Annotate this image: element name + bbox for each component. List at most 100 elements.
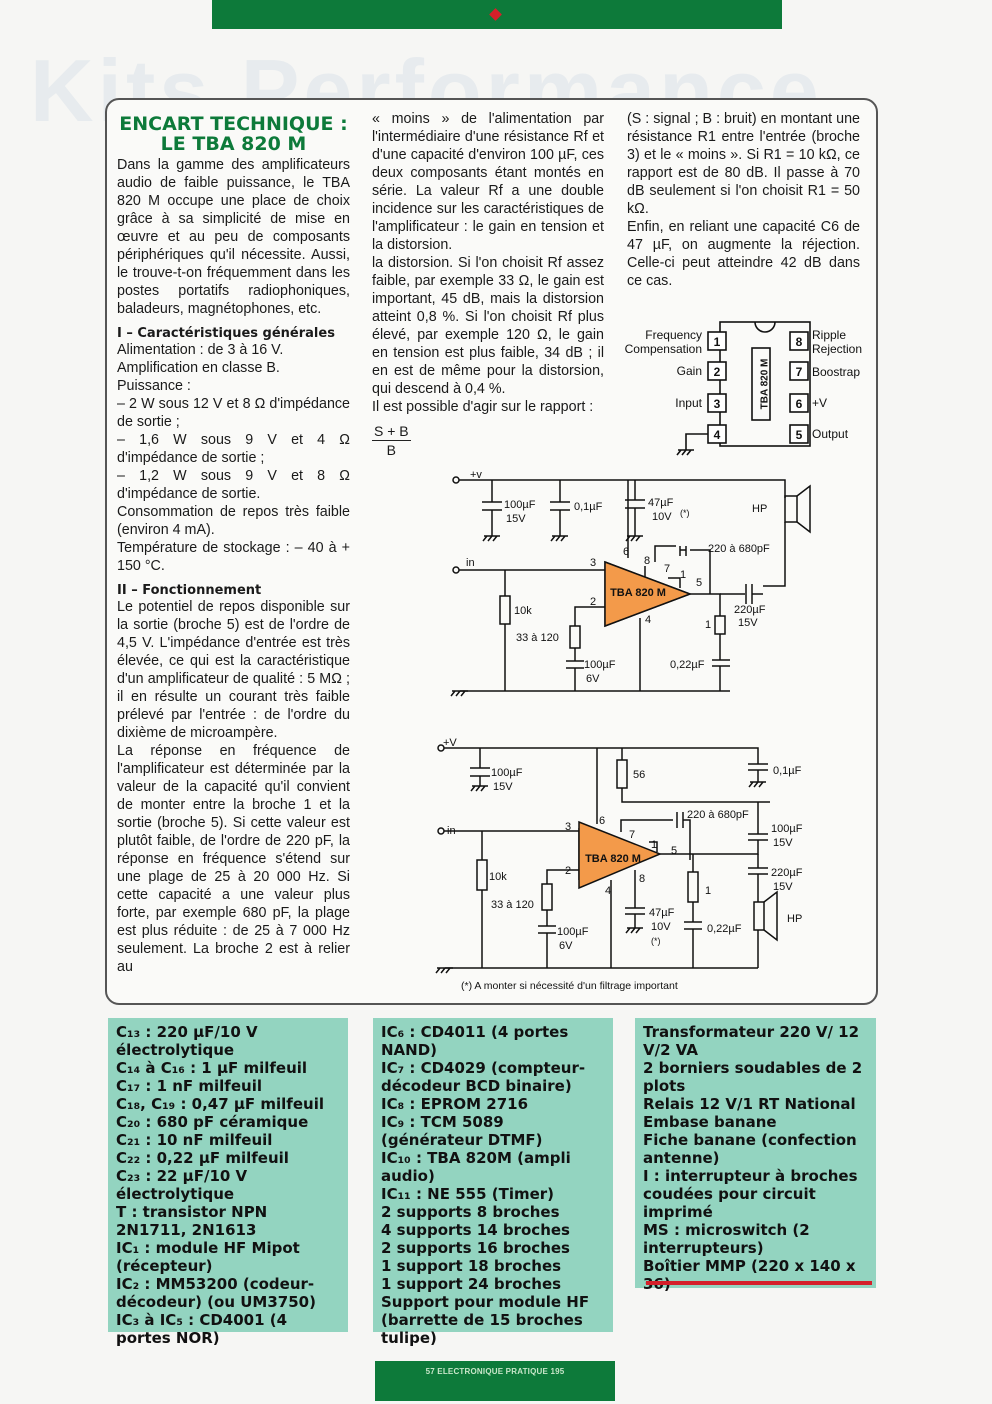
list-item: 2 supports 16 broches	[381, 1239, 570, 1257]
svg-text:15V: 15V	[738, 617, 758, 629]
svg-text:220 à 680pF: 220 à 680pF	[708, 543, 770, 555]
list-item: Transformateur 220 V/ 12 V/2 VA	[643, 1023, 860, 1059]
pin-1-label: 1	[714, 335, 721, 349]
list-item: Boîtier MMP (220 x 140 x 36)	[643, 1257, 856, 1293]
list-item: IC₈ : EPROM 2716	[381, 1095, 529, 1113]
schematic-1: +v 100µF 15V 0,1µF 47µF 10V (*) HP in 10…	[450, 469, 811, 697]
article-column-3: (S : signal ; B : bruit) en montant une …	[627, 110, 860, 290]
svg-text:100µF: 100µF	[771, 823, 803, 835]
intro-paragraph: Dans la gamme des amplificateurs audio d…	[117, 157, 350, 317]
svg-text:10V: 10V	[651, 921, 671, 933]
svg-text:10k: 10k	[489, 871, 507, 883]
svg-text:(*): (*)	[651, 936, 661, 946]
section-1-title: I – Caractéristiques générales	[117, 326, 335, 341]
list-item: IC₃ à IC₅ : CD4001 (4 portes NOR)	[116, 1311, 288, 1347]
svg-text:7: 7	[629, 829, 635, 841]
col2-paragraph-3: Il est possible d'agir sur le rapport :	[372, 399, 594, 415]
list-item: Support pour module HF (barrette de 15 b…	[381, 1293, 590, 1347]
svg-text:1: 1	[651, 839, 657, 851]
svg-text:7: 7	[664, 563, 670, 575]
pin-7-label: 7	[796, 365, 803, 379]
s2-chip-label: TBA 820 M	[585, 853, 641, 865]
list-item: C₂₀ : 680 pF céramique	[116, 1113, 309, 1131]
list-item: IC₉ : TCM 5089 (générateur DTMF)	[381, 1113, 543, 1149]
list-item: IC₆ : CD4011 (4 portes NAND)	[381, 1023, 569, 1059]
parts-list-panel-2: IC₆ : CD4011 (4 portes NAND) IC₇ : CD402…	[373, 1018, 613, 1347]
svg-text:47µF: 47µF	[648, 497, 674, 509]
section-2-paragraph-1: Le potentiel de repos disponible sur la …	[117, 599, 350, 741]
svg-text:10k: 10k	[514, 605, 532, 617]
svg-text:100µF: 100µF	[504, 499, 536, 511]
svg-text:3: 3	[565, 821, 571, 833]
svg-text:5: 5	[671, 845, 677, 857]
insert-title: ENCART TECHNIQUE : LE TBA 820 M	[119, 113, 348, 155]
end-marker-line	[646, 1281, 872, 1285]
filter-footnote: (*) A monter si nécessité d'un filtrage …	[461, 980, 678, 992]
pin-6-label: 6	[796, 397, 803, 411]
svg-text:220µF: 220µF	[771, 867, 803, 879]
amp-triangle-2	[578, 820, 662, 890]
list-item: C₂₁ : 10 nF milfeuil	[116, 1131, 273, 1149]
list-item: Relais 12 V/1 RT National	[643, 1095, 856, 1113]
svg-text:8: 8	[644, 555, 650, 567]
section-2-paragraph-2: La réponse en fréquence de l'amplificate…	[117, 743, 350, 975]
svg-text:1: 1	[705, 619, 711, 631]
list-item: IC₁₁ : NE 555 (Timer)	[381, 1185, 555, 1203]
label-output: Output	[812, 427, 849, 441]
s1-chip-label: TBA 820 M	[610, 587, 666, 599]
svg-text:HP: HP	[752, 503, 767, 515]
list-item: IC₂ : MM53200 (codeur-décodeur) (ou UM37…	[116, 1275, 316, 1311]
list-item: 2 supports 8 broches	[381, 1203, 560, 1221]
svg-text:56: 56	[633, 769, 645, 781]
svg-text:3: 3	[590, 557, 596, 569]
pin-5-label: 5	[796, 428, 803, 442]
svg-text:33 à 120: 33 à 120	[516, 632, 559, 644]
article-column-2: « moins » de l'alimentation par l'interm…	[372, 110, 604, 460]
list-item: C₁₇ : 1 nF milfeuil	[116, 1077, 262, 1095]
page-number: 57 ELECTRONIQUE PRATIQUE 195	[425, 1367, 565, 1376]
svg-text:0,1µF: 0,1µF	[574, 501, 603, 513]
list-item: I : interrupteur à broches coudées pour …	[643, 1167, 858, 1221]
svg-text:100µF: 100µF	[491, 767, 523, 779]
list-item: 1 support 18 broches	[381, 1257, 562, 1275]
pin-3-label: 3	[714, 397, 721, 411]
pin-4-label: 4	[714, 428, 721, 442]
label-compensation: Compensation	[625, 342, 702, 356]
pinout-chip-label: TBA 820 M	[760, 359, 771, 410]
svg-text:220 à 680pF: 220 à 680pF	[687, 809, 749, 821]
list-item: C₁₃ : 220 µF/10 V électrolytique	[116, 1023, 258, 1059]
list-item: IC₁ : module HF Mipot (récepteur)	[116, 1239, 300, 1275]
svg-text:15V: 15V	[493, 781, 513, 793]
svg-text:100µF: 100µF	[584, 659, 616, 671]
list-item: IC₁₀ : TBA 820M (ampli audio)	[381, 1149, 571, 1185]
svg-text:0,1µF: 0,1µF	[773, 765, 802, 777]
list-item: T : transistor NPN 2N1711, 2N1613	[116, 1203, 268, 1239]
top-banner	[212, 0, 782, 29]
svg-text:15V: 15V	[773, 837, 793, 849]
svg-text:1: 1	[705, 885, 711, 897]
label-boostrap: Boostrap	[812, 365, 860, 379]
s2-supply-label: +V	[443, 737, 457, 749]
parts-list-panel-1: C₁₃ : 220 µF/10 V électrolytique C₁₄ à C…	[108, 1018, 348, 1347]
label-rejection: Rejection	[812, 342, 862, 356]
svg-text:6V: 6V	[559, 940, 573, 952]
list-item: Embase banane	[643, 1113, 777, 1131]
svg-text:220µF: 220µF	[734, 604, 766, 616]
col3-paragraph-1: (S : signal ; B : bruit) en montant une …	[627, 111, 860, 217]
svg-text:2: 2	[565, 865, 571, 877]
svg-text:4: 4	[605, 885, 611, 897]
list-item: 2 borniers soudables de 2 plots	[643, 1059, 863, 1095]
svg-text:5: 5	[696, 577, 702, 589]
svg-text:in: in	[447, 825, 456, 837]
list-item: IC₇ : CD4029 (compteur-décodeur BCD bina…	[381, 1059, 586, 1095]
svg-text:47µF: 47µF	[649, 907, 675, 919]
svg-text:15V: 15V	[773, 881, 793, 893]
list-item: Fiche banane (confection antenne)	[643, 1131, 857, 1167]
article-column-1: ENCART TECHNIQUE : LE TBA 820 M Dans la …	[117, 114, 350, 976]
svg-text:0,22µF: 0,22µF	[707, 923, 742, 935]
svg-text:4: 4	[645, 614, 651, 626]
svg-text:0,22µF: 0,22µF	[670, 659, 705, 671]
ic-package	[719, 321, 811, 447]
parts-list-panel-3: Transformateur 220 V/ 12 V/2 VA 2 bornie…	[635, 1018, 876, 1293]
svg-text:15V: 15V	[506, 513, 526, 525]
